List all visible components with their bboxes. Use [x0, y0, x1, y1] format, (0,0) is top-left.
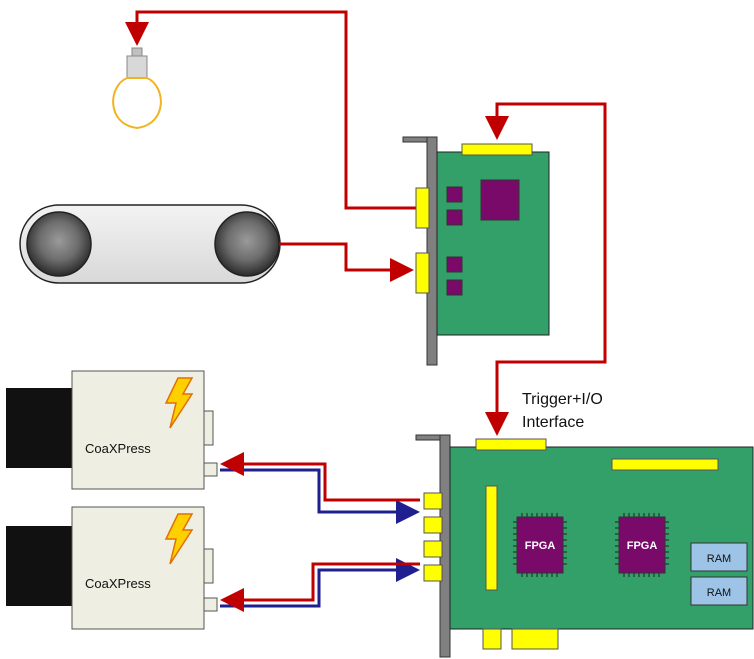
wire-cxp-bottom-data: [220, 558, 420, 608]
ram-label-bottom: RAM: [707, 587, 731, 599]
wire-cxp-top-trigger: [220, 452, 420, 502]
ram-module-bottom: RAM: [690, 576, 748, 606]
fpga-chip-right: FPGA: [615, 513, 669, 577]
ram-label-top: RAM: [707, 553, 731, 565]
fpga-chip-left: FPGA: [513, 513, 567, 577]
camera-top: CoaXPress: [6, 370, 218, 490]
camera-bottom: CoaXPress: [6, 506, 218, 630]
conveyor-belt-icon: [19, 204, 281, 284]
wire-bulb: [125, 10, 416, 210]
lightning-bolt-icon: [164, 513, 194, 565]
trigger-label-line1: Trigger+I/O: [522, 391, 603, 408]
io-card: [402, 136, 550, 366]
camera-label-bottom: CoaXPress: [85, 576, 151, 591]
light-bulb-icon: [112, 47, 162, 130]
lightning-bolt-icon: [164, 377, 194, 429]
camera-label-top: CoaXPress: [85, 441, 151, 456]
wire-cxp-bottom-trigger: [220, 562, 420, 612]
camera-lens-bottom: [6, 526, 72, 606]
wire-cxp-top-data: [220, 468, 420, 524]
ram-module-top: RAM: [690, 542, 748, 572]
fpga-label-left: FPGA: [525, 540, 556, 552]
fpga-label-right: FPGA: [627, 540, 658, 552]
wire-conveyor: [279, 242, 414, 282]
trigger-label-line2: Interface: [522, 414, 584, 431]
camera-lens-top: [6, 388, 72, 468]
